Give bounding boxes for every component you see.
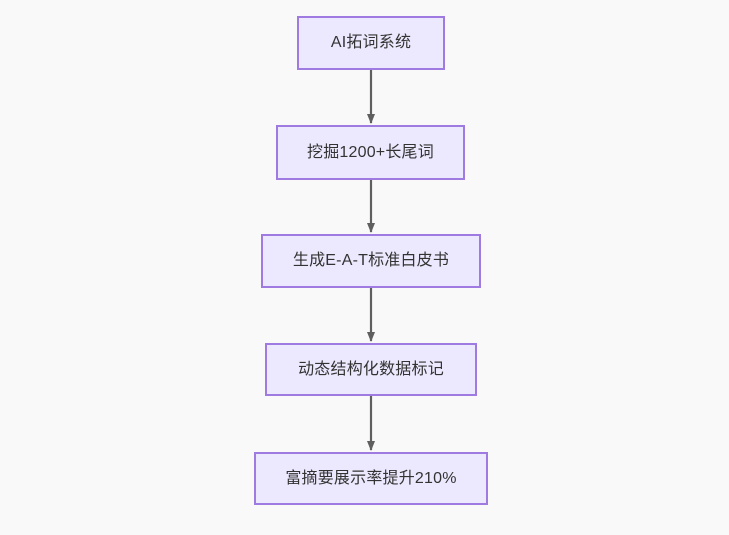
node-label: 挖掘1200+长尾词 xyxy=(307,143,434,161)
node-label: 生成E-A-T标准白皮书 xyxy=(292,252,450,270)
flowchart-node-ai-keyword-system[interactable]: AI拓词系统 xyxy=(297,16,445,70)
flowchart-node-generate-eat-whitepaper[interactable]: 生成E-A-T标准白皮书 xyxy=(261,234,481,288)
flowchart-node-rich-snippet-impression-lift[interactable]: 富摘要展示率提升210% xyxy=(254,452,488,505)
node-label: AI拓词系统 xyxy=(330,34,412,52)
flowchart-node-mine-longtail-keywords[interactable]: 挖掘1200+长尾词 xyxy=(276,125,465,180)
node-label: 动态结构化数据标记 xyxy=(298,360,444,378)
node-label: 富摘要展示率提升210% xyxy=(285,469,457,487)
flowchart-node-dynamic-structured-data-markup[interactable]: 动态结构化数据标记 xyxy=(265,343,477,396)
